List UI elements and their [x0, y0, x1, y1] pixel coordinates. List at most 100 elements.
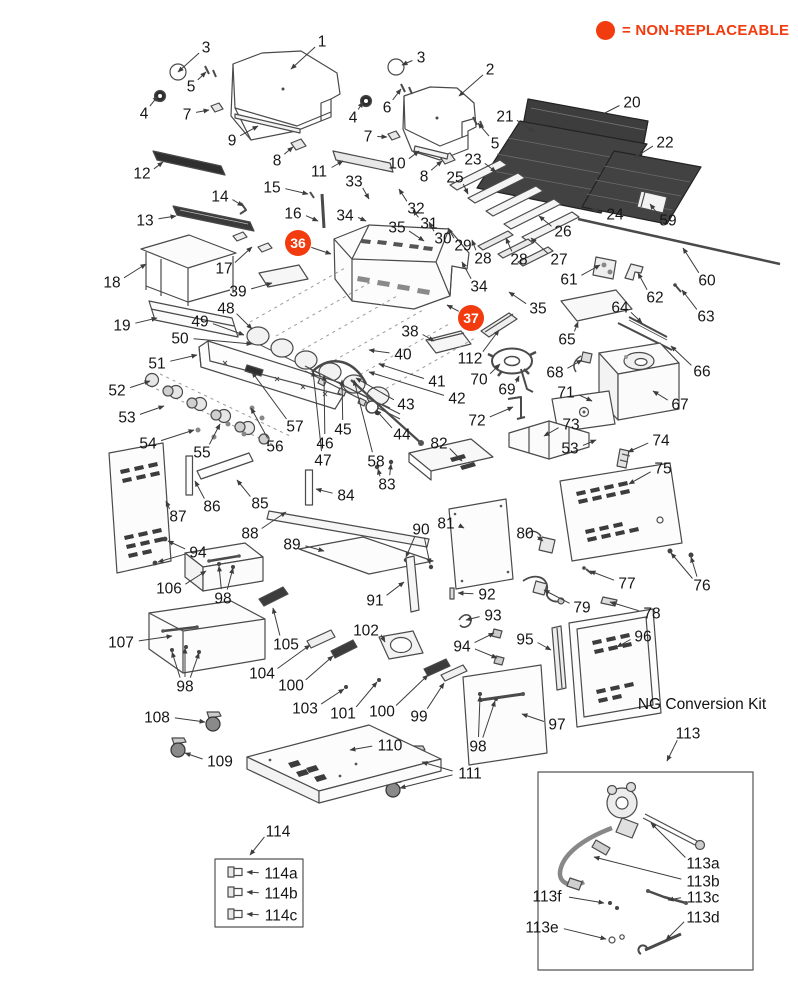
- part-label-6: 6: [383, 100, 392, 117]
- part-label-31: 31: [420, 216, 437, 233]
- part-label-98: 98: [214, 591, 231, 608]
- part-handle-bars: [152, 113, 449, 176]
- leader-line: [428, 221, 435, 232]
- leader-line: [650, 822, 686, 858]
- part-69-rod: [520, 368, 534, 393]
- part-label-10: 10: [388, 156, 406, 173]
- leader-line: [239, 125, 259, 137]
- part-label-100: 100: [278, 678, 304, 695]
- leader-line: [521, 713, 545, 722]
- fittings-box: [214, 858, 304, 928]
- ng-kit-title: NG Conversion Kit: [637, 696, 767, 713]
- leader-line: [158, 214, 177, 220]
- part-110-bottom-shelf: [246, 724, 442, 804]
- part-91-bar: [405, 555, 420, 613]
- part-label-14: 14: [211, 189, 229, 206]
- leader-line: [508, 291, 527, 305]
- leader-line: [516, 119, 535, 133]
- part-label-3: 3: [202, 40, 211, 57]
- part-label-101: 101: [330, 706, 356, 723]
- part-label-62: 62: [646, 290, 663, 307]
- part-58-crossover: [350, 379, 424, 446]
- part-102-ring: [378, 630, 424, 660]
- part-label-68: 68: [546, 365, 563, 382]
- part-small-strips: [258, 586, 468, 689]
- part-label-57: 57: [286, 419, 303, 436]
- part-64-rod: [628, 316, 668, 341]
- part-label-94: 94: [453, 639, 471, 656]
- part-label-96: 96: [634, 629, 651, 646]
- part-label-11: 11: [311, 164, 327, 181]
- part-13-bar: [172, 205, 255, 232]
- leader-line: [471, 239, 477, 251]
- part-label-95: 95: [516, 632, 533, 649]
- part-label-46: 46: [316, 436, 333, 453]
- leader-line: [422, 334, 435, 342]
- part-62-bracket: [624, 263, 644, 281]
- part-label-5: 5: [491, 136, 500, 153]
- part-65-sheet: [560, 289, 633, 322]
- part-97-door: [462, 664, 548, 766]
- part-label-59: 59: [659, 213, 676, 230]
- leader-line: [581, 264, 601, 276]
- part-label-113b: 113b: [686, 874, 719, 891]
- leader-line: [458, 74, 484, 97]
- part-70-trivet: [487, 347, 537, 377]
- leader-line: [160, 429, 195, 442]
- leader-line: [474, 648, 498, 659]
- leader-line: [392, 88, 402, 101]
- leader-line: [421, 761, 453, 772]
- leader-line: [377, 134, 388, 140]
- part-107-drawer: [148, 600, 266, 674]
- part-label-109: 109: [207, 754, 233, 771]
- part-22-grate: [581, 150, 702, 225]
- part-84-bar: [304, 469, 314, 506]
- part-label-8: 8: [420, 169, 429, 186]
- leader-line: [482, 700, 496, 738]
- part-label-27: 27: [550, 252, 567, 269]
- leader-line: [637, 272, 648, 290]
- part-label-1: 1: [318, 34, 327, 51]
- part-label-91: 91: [366, 593, 383, 610]
- leader-line: [249, 836, 265, 856]
- leader-line: [591, 208, 602, 214]
- leader-line: [386, 581, 405, 596]
- non-replaceable-badge: [285, 230, 311, 256]
- leader-line: [670, 552, 693, 579]
- leader-line: [408, 230, 425, 242]
- part-label-70: 70: [470, 372, 488, 389]
- part-label-78: 78: [643, 606, 660, 623]
- leader-lines-layer: [123, 46, 700, 941]
- leader-line: [232, 199, 244, 207]
- part-label-28: 28: [510, 252, 527, 269]
- leader-line: [616, 639, 631, 648]
- leader-line: [667, 896, 681, 902]
- leader-line: [305, 655, 334, 681]
- leader-line: [652, 390, 668, 401]
- part-label-3: 3: [417, 50, 426, 67]
- part-label-111: 111: [458, 766, 482, 783]
- part-label-33: 33: [345, 174, 362, 191]
- part-112-bar: [480, 312, 518, 338]
- leader-line: [357, 216, 367, 222]
- ng-kit-regulator: [606, 781, 706, 851]
- leader-line: [261, 511, 287, 529]
- leader-line: [226, 567, 235, 590]
- part-label-17: 17: [215, 261, 232, 278]
- part-label-54: 54: [139, 436, 157, 453]
- leader-line: [368, 371, 445, 396]
- leader-line: [582, 439, 597, 446]
- part-label-79: 79: [573, 600, 590, 617]
- leader-line: [157, 553, 185, 563]
- leader-line: [681, 289, 698, 310]
- leader-line: [573, 321, 579, 332]
- ng-kit-box: [537, 771, 754, 971]
- part-label-23: 23: [464, 152, 481, 169]
- leader-line: [236, 479, 251, 497]
- leader-line: [246, 889, 259, 895]
- part-label-37: 37: [463, 310, 479, 326]
- part-label-77: 77: [618, 576, 635, 593]
- part-61-igniter-module: [592, 256, 617, 280]
- part-label-58: 58: [367, 454, 384, 471]
